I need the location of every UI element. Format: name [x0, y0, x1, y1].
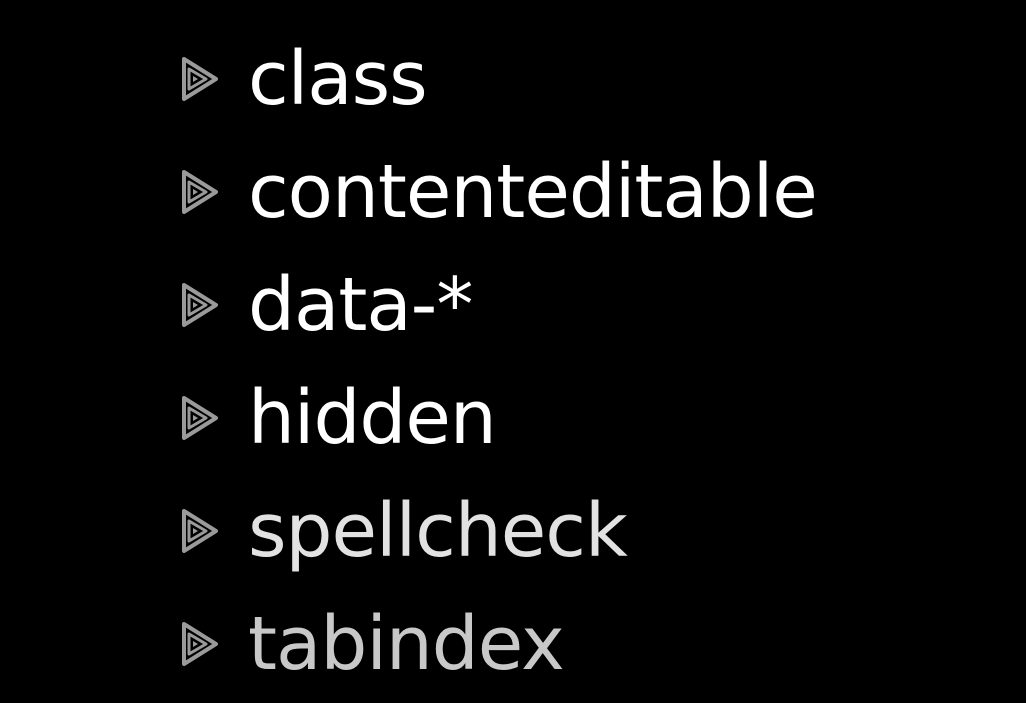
triangle-play-icon	[182, 282, 218, 327]
list-item: class	[180, 22, 817, 135]
triangle-play-icon	[182, 621, 218, 666]
list-item-label: class	[248, 35, 428, 122]
list-item-label: tabindex	[248, 600, 565, 687]
list-item-label: data-*	[248, 261, 473, 348]
triangle-play-icon	[182, 56, 218, 101]
attribute-bullet-list: class contenteditable data-*	[180, 22, 818, 700]
triangle-play-icon	[182, 395, 218, 440]
triangle-play-icon	[182, 508, 218, 553]
triangle-play-icon	[182, 169, 218, 214]
list-item: contenteditable	[180, 135, 818, 248]
list-item-label: spellcheck	[248, 487, 628, 574]
list-item: spellcheck	[180, 474, 817, 587]
list-item-label: hidden	[248, 374, 497, 461]
list-item-label: contenteditable	[248, 148, 818, 235]
list-item: data-*	[180, 248, 817, 361]
list-item: tabindex	[180, 587, 817, 700]
list-item: hidden	[180, 361, 817, 474]
